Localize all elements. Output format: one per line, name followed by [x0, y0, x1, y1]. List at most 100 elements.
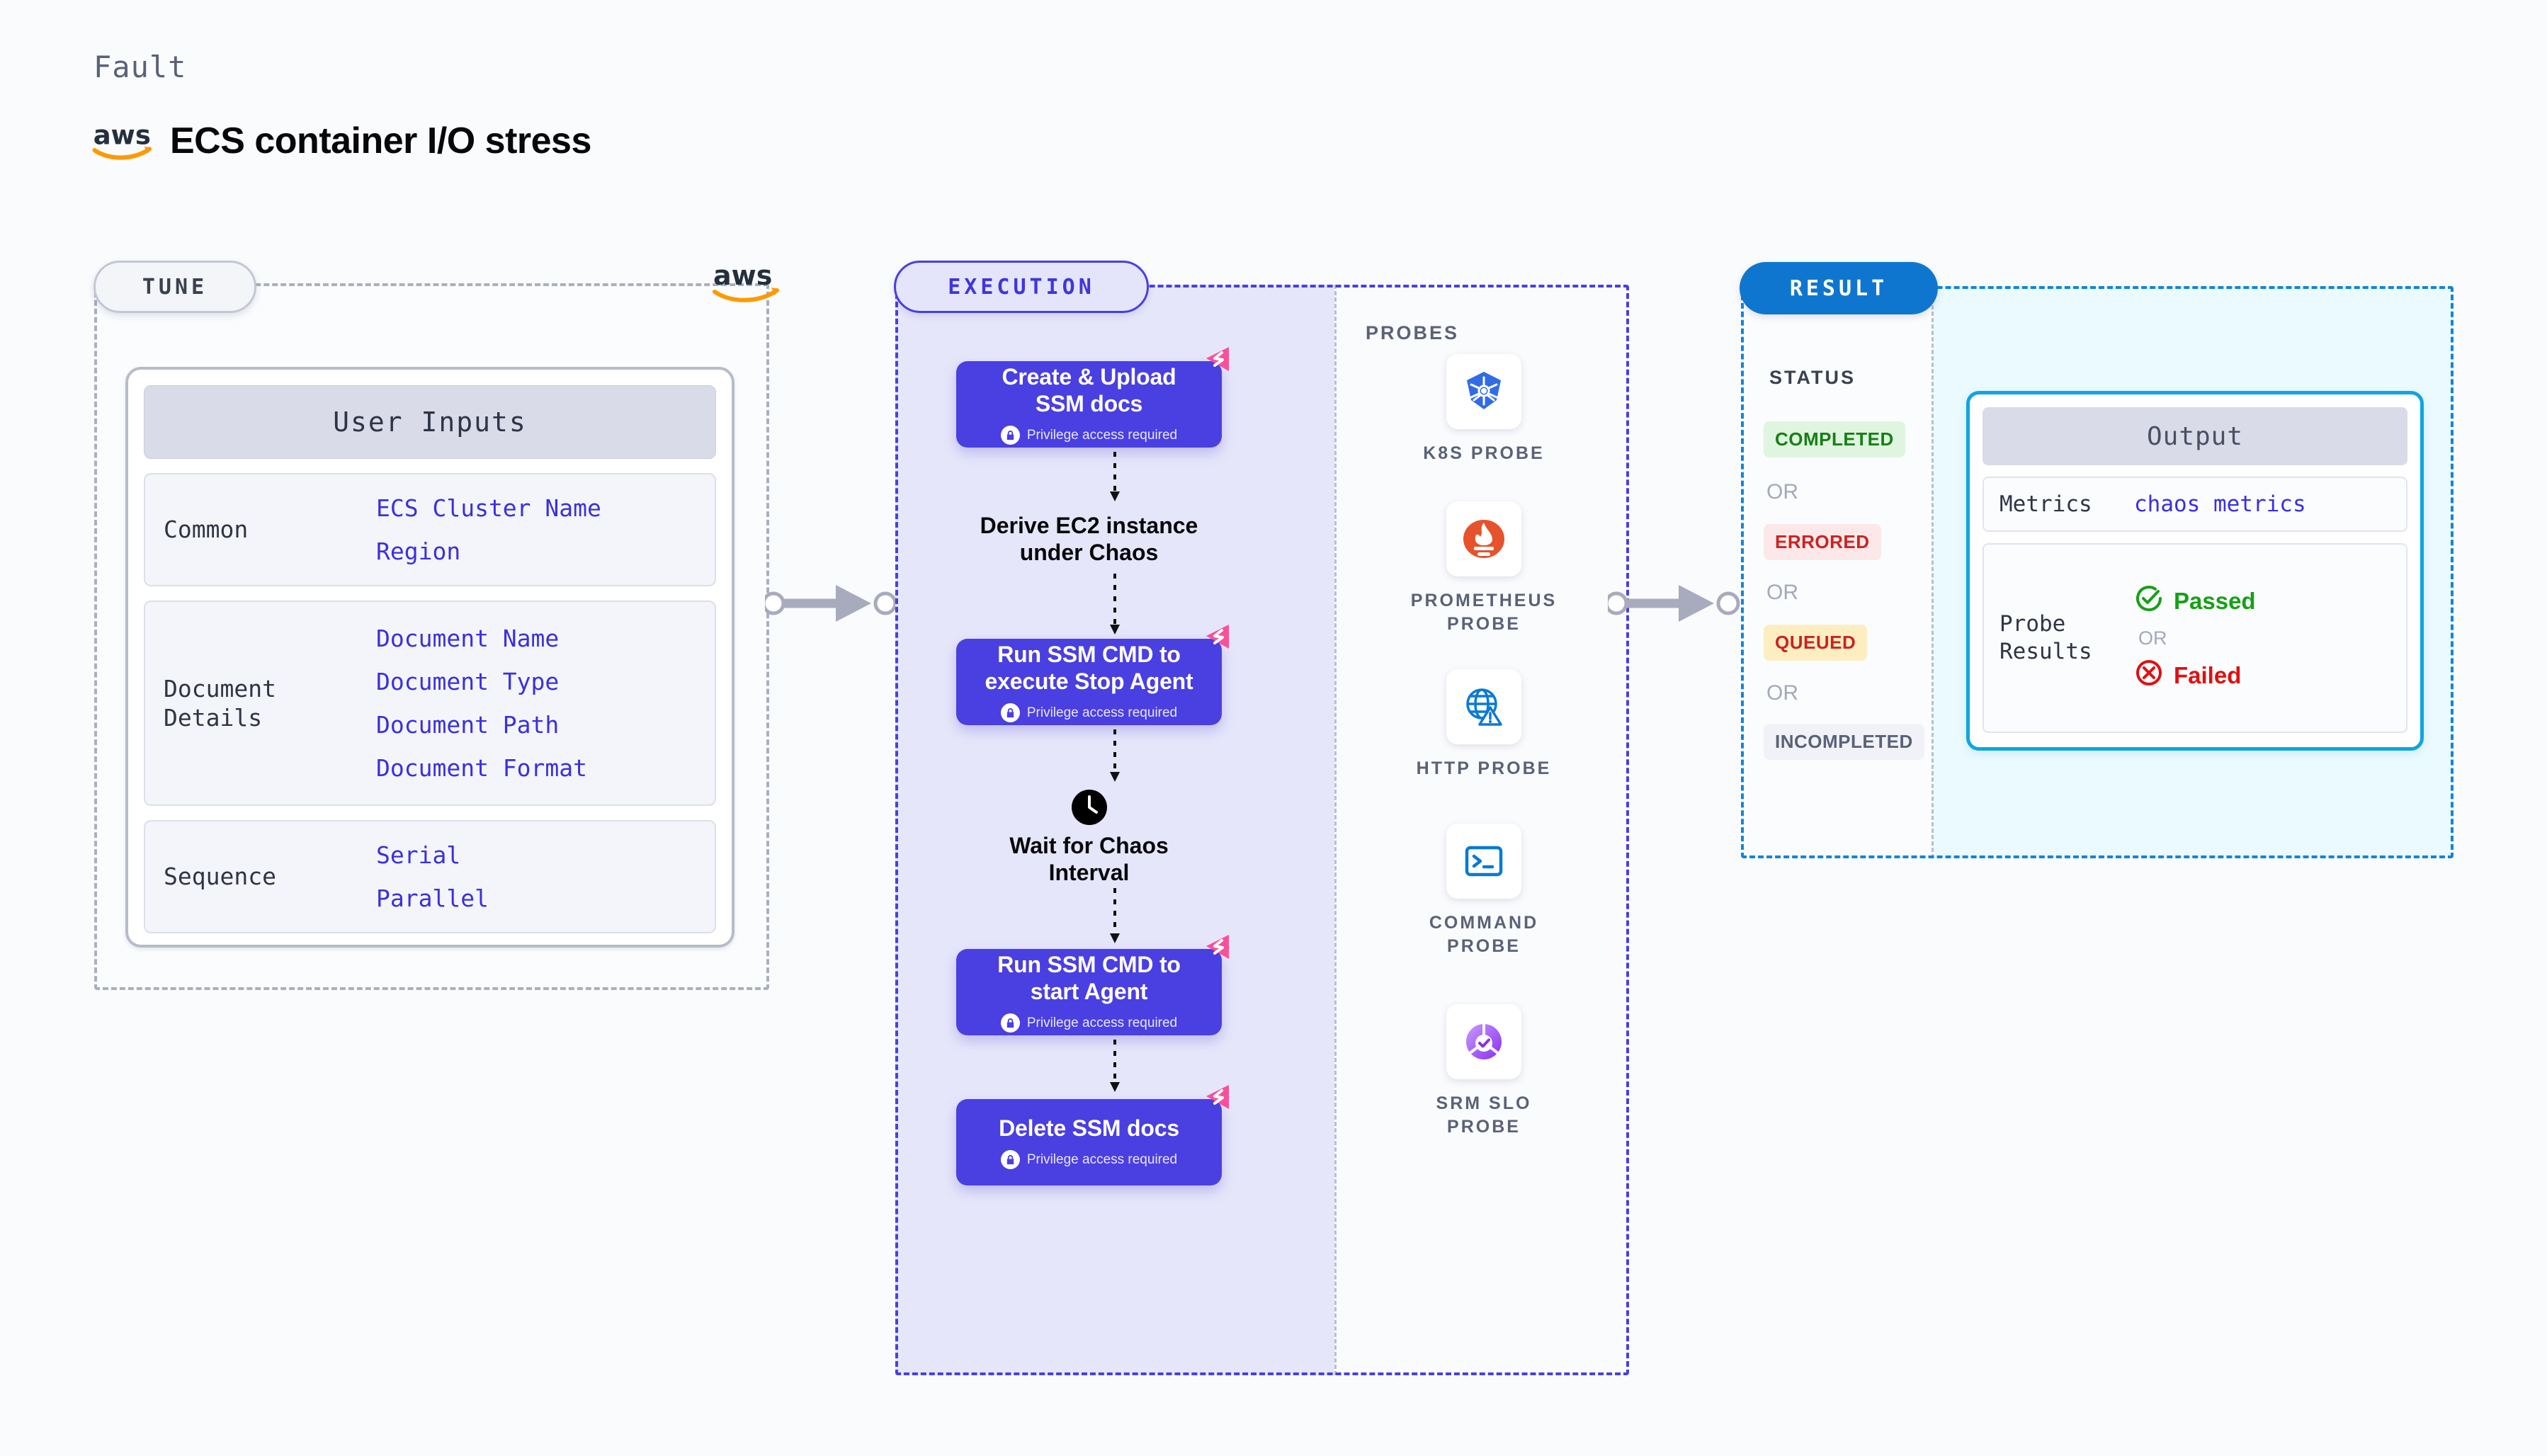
flow-node-title: Run SSM CMD to start Agent [997, 952, 1181, 1006]
result-section [1741, 286, 2454, 858]
probe-prometheus[interactable]: PROMETHEUS PROBE [1402, 501, 1565, 635]
input-group-values: ECS Cluster Name Region [376, 494, 601, 565]
probe-result-failed: Failed [2134, 658, 2256, 693]
input-group-sequence: Sequence Serial Parallel [144, 820, 716, 933]
label-line: PROBE [1447, 935, 1521, 956]
status-badge-completed: COMPLETED [1764, 421, 1905, 457]
label-line: Details [164, 704, 263, 732]
privilege-text: Privilege access required [1026, 1015, 1178, 1030]
svg-text:aws: aws [93, 120, 151, 150]
privilege-note: Privilege access required [1000, 1150, 1178, 1170]
title-line: start Agent [1030, 978, 1148, 1004]
input-group-document-details: Document Details Document Name Document … [144, 601, 716, 806]
label-line: SRM SLO [1436, 1093, 1532, 1113]
input-value[interactable]: Document Name [376, 625, 560, 652]
execution-section [895, 285, 1629, 1375]
chaos-badge-icon [1201, 343, 1235, 380]
flow-node-delete-ssm-docs[interactable]: Delete SSM docs Privilege access require… [956, 1085, 1229, 1185]
kubernetes-icon [1446, 354, 1521, 429]
failed-label: Failed [2174, 661, 2242, 688]
probe-results-values: Passed OR Failed [2134, 584, 2256, 693]
chaos-badge-icon [1201, 620, 1235, 658]
metrics-value[interactable]: chaos metrics [2134, 491, 2306, 517]
result-label: RESULT [1740, 262, 1938, 314]
label-line: HTTP PROBE [1416, 758, 1552, 778]
label-line: K8S PROBE [1423, 443, 1545, 463]
chaos-badge-icon [1201, 931, 1235, 968]
input-group-values: Serial Parallel [376, 841, 489, 912]
title-line: Delete SSM docs [999, 1115, 1179, 1141]
probe-label: SRM SLO PROBE [1436, 1092, 1532, 1138]
input-group-values: Document Name Document Type Document Pat… [376, 625, 587, 782]
flow-arrow [1108, 452, 1122, 508]
status-or: OR [1766, 581, 1798, 604]
page-eyebrow: Fault [93, 50, 187, 84]
label-line: Probe [1999, 611, 2066, 637]
passed-label: Passed [2174, 587, 2256, 614]
probe-srm-slo[interactable]: SRM SLO PROBE [1402, 1004, 1565, 1138]
input-value[interactable]: Document Type [376, 668, 560, 695]
title-line: SSM docs [1035, 390, 1143, 416]
output-row-metrics: Metrics chaos metrics [1982, 477, 2407, 532]
flow-arrow [1108, 729, 1122, 788]
input-value[interactable]: Serial [376, 841, 461, 869]
probe-label: HTTP PROBE [1417, 757, 1552, 780]
title-line: Interval [1048, 859, 1130, 885]
flow-node-title: Create & Upload SSM docs [1002, 364, 1176, 418]
privilege-note: Privilege access required [1000, 703, 1177, 723]
lock-icon [1000, 1013, 1020, 1033]
input-group-label: Common [164, 516, 249, 544]
label-line: Document [164, 674, 276, 703]
input-group-common: Common ECS Cluster Name Region [144, 473, 716, 586]
page-title-row: aws ECS container I/O stress [92, 119, 591, 163]
lock-icon [1000, 703, 1020, 723]
connector-execution-to-result [1604, 581, 1742, 630]
flow-arrow [1108, 1040, 1122, 1098]
title-line: Run SSM CMD to [997, 951, 1181, 977]
input-value[interactable]: Document Path [376, 711, 560, 739]
flow-node-run-ssm-cmd-stop-agent[interactable]: Run SSM CMD to execute Stop Agent Privil… [956, 625, 1229, 725]
lock-icon [1000, 426, 1020, 445]
probe-result-passed: Passed [2134, 584, 2256, 619]
privilege-note: Privilege access required [1000, 1013, 1178, 1033]
title-line: under Chaos [1019, 539, 1159, 565]
label-line: COMMAND [1429, 913, 1539, 933]
execution-label: EXECUTION [894, 261, 1149, 313]
flow-node-create-upload-ssm-docs[interactable]: Create & Upload SSM docs Privilege acces… [956, 347, 1229, 448]
probe-label: COMMAND PROBE [1429, 911, 1538, 957]
aws-logo-icon: aws [92, 119, 154, 163]
output-title: Output [1982, 407, 2407, 465]
input-value[interactable]: Document Format [376, 754, 588, 782]
tune-label: TUNE [93, 261, 256, 313]
label-line: PROMETHEUS [1410, 591, 1558, 610]
status-badge-queued: QUEUED [1764, 625, 1868, 661]
probe-http[interactable]: HTTP PROBE [1402, 669, 1565, 780]
status-or: OR [1766, 480, 1798, 504]
flow-node-title: Run SSM CMD to execute Stop Agent [985, 642, 1193, 695]
lock-icon [1000, 1150, 1020, 1170]
clock-icon [928, 789, 1250, 826]
privilege-text: Privilege access required [1026, 1151, 1178, 1167]
probe-results-or: OR [2138, 627, 2167, 649]
input-value[interactable]: ECS Cluster Name [376, 494, 601, 522]
status-badge-errored: ERRORED [1764, 524, 1881, 560]
flow-node-run-ssm-cmd-start-agent[interactable]: Run SSM CMD to start Agent Privilege acc… [956, 935, 1229, 1035]
check-circle-icon [2134, 584, 2164, 619]
flow-node-title: Delete SSM docs [999, 1115, 1179, 1142]
connector-tune-to-execution [761, 581, 900, 630]
aws-provider-icon: aws [712, 260, 783, 308]
probe-label: K8S PROBE [1423, 442, 1544, 465]
label-line: Results [1999, 639, 2092, 664]
probe-label: PROMETHEUS PROBE [1411, 589, 1557, 635]
label-line: PROBE [1447, 613, 1521, 634]
probe-command[interactable]: COMMAND PROBE [1402, 824, 1565, 957]
flow-arrow [1108, 888, 1122, 950]
status-title: STATUS [1769, 367, 1856, 388]
label-line: PROBE [1447, 1116, 1521, 1137]
status-badge-incompleted: INCOMPLETED [1764, 724, 1924, 760]
probe-k8s[interactable]: K8S PROBE [1402, 354, 1565, 465]
input-value[interactable]: Parallel [376, 885, 489, 912]
input-value[interactable]: Region [376, 538, 461, 565]
svg-text:aws: aws [713, 261, 772, 291]
